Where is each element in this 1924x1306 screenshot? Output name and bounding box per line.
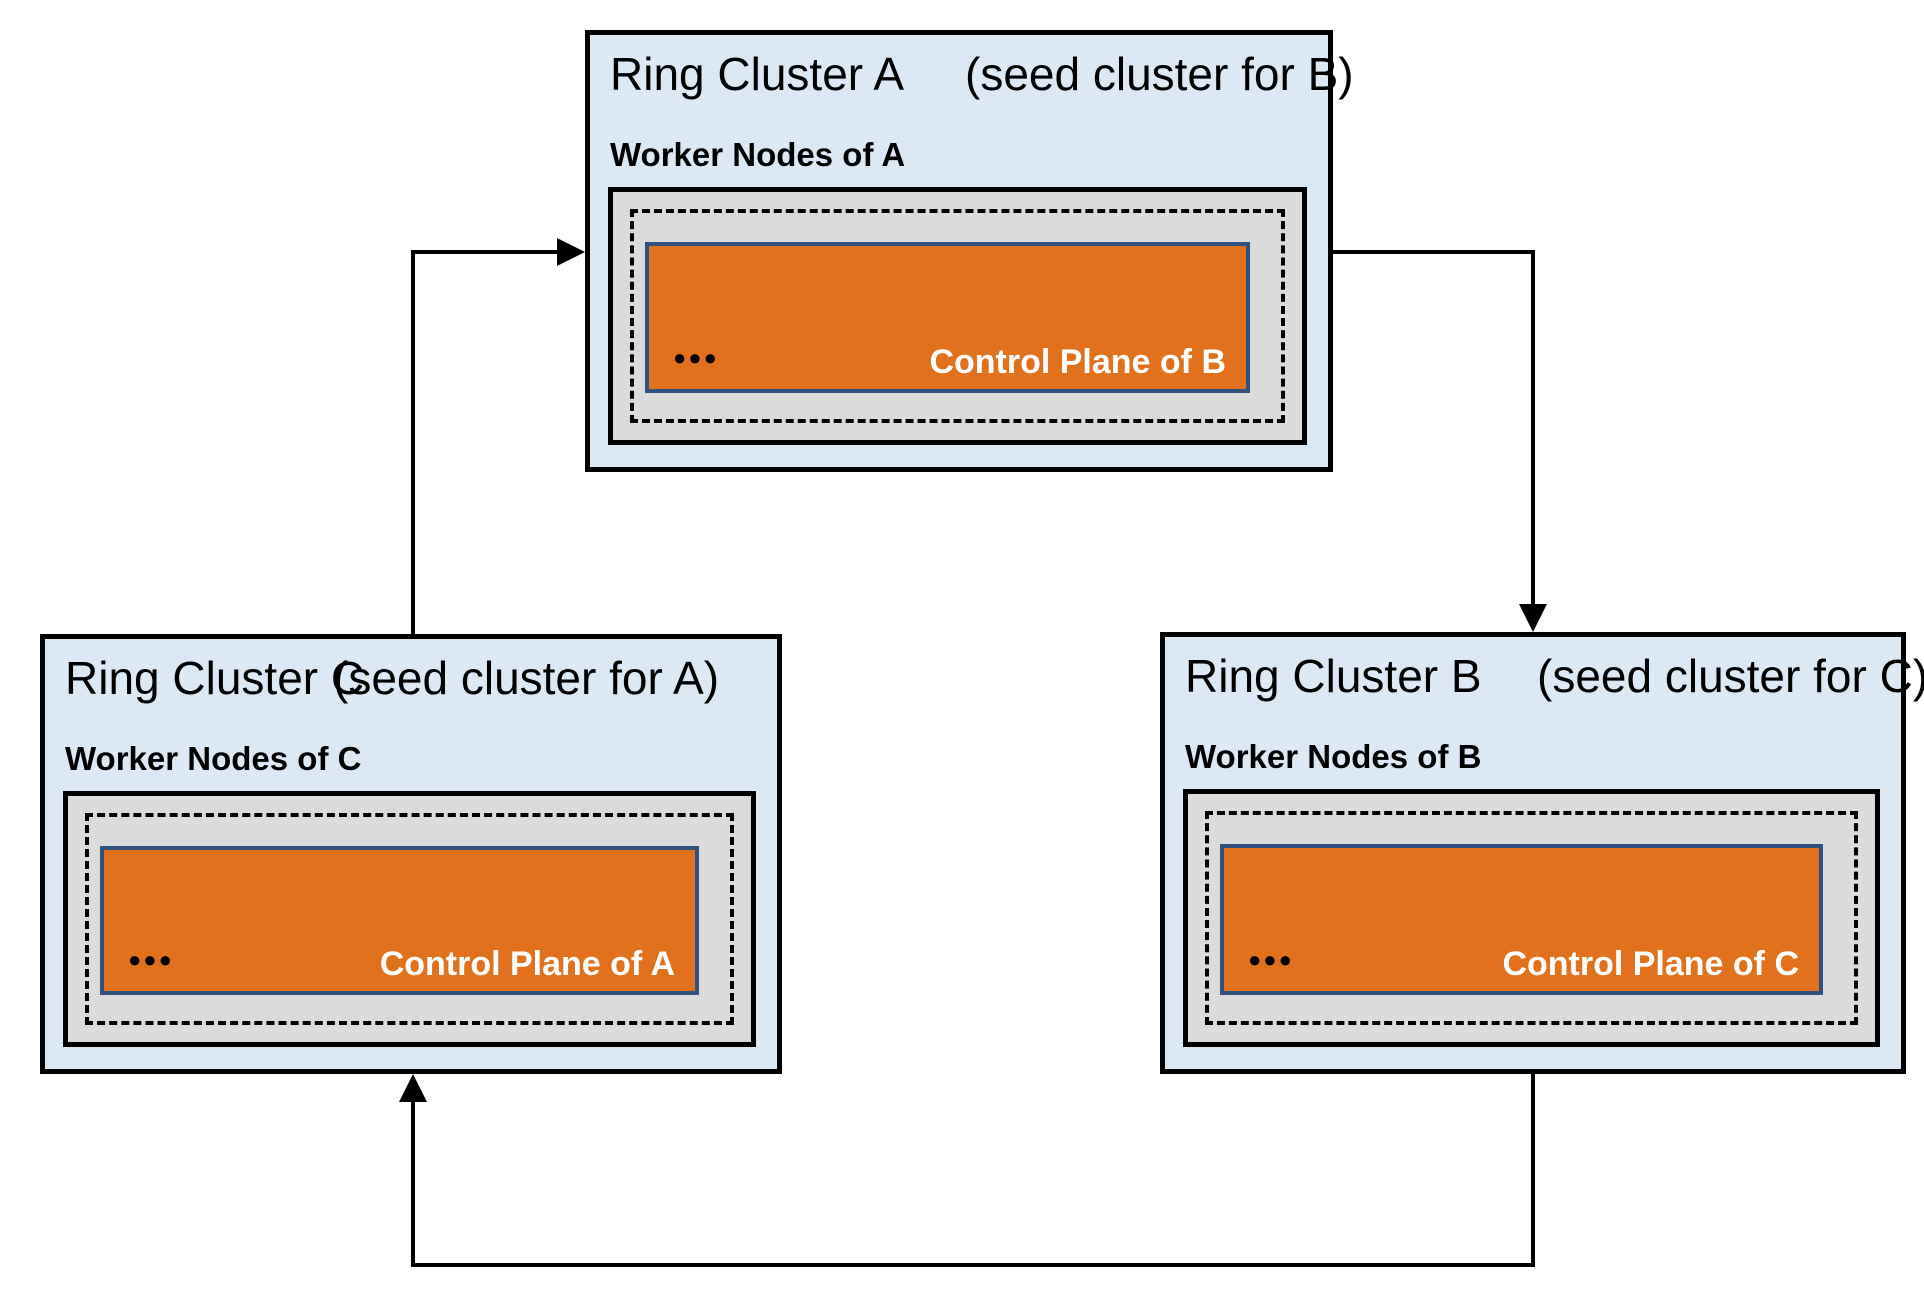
cluster-a-control-plane-box: ●●● Control Plane of B: [645, 242, 1250, 393]
cluster-a-control-plane-label: Control Plane of B: [929, 343, 1226, 382]
arrow-b-to-c: [399, 1074, 1535, 1267]
cluster-box-b: Ring Cluster B (seed cluster for C) Work…: [1160, 632, 1924, 1074]
cluster-b-control-plane-label: Control Plane of C: [1502, 945, 1799, 984]
cluster-c-title: Ring Cluster C: [65, 652, 365, 704]
cluster-c-ellipsis-dots: ●●●: [128, 947, 174, 972]
cluster-c-seed-note: (seed cluster for A): [333, 652, 720, 704]
cluster-box-c: Ring Cluster C (seed cluster for A) Work…: [40, 634, 782, 1074]
cluster-c-worker-nodes-box: ●●● Control Plane of A: [63, 791, 756, 1047]
cluster-b-ellipsis-dots: ●●●: [1248, 947, 1294, 972]
cluster-box-a: Ring Cluster A (seed cluster for B) Work…: [585, 30, 1354, 472]
cluster-b-seed-note: (seed cluster for C): [1537, 650, 1924, 702]
cluster-c-dashed-boundary: ●●● Control Plane of A: [85, 813, 734, 1025]
cluster-b-dashed-boundary: ●●● Control Plane of C: [1205, 811, 1858, 1025]
cluster-c-control-plane-label: Control Plane of A: [379, 945, 675, 984]
arrow-a-to-b: [1333, 250, 1547, 632]
cluster-a-worker-nodes-label: Worker Nodes of A: [610, 136, 906, 173]
cluster-b-worker-nodes-label: Worker Nodes of B: [1185, 738, 1482, 775]
cluster-b-worker-nodes-box: ●●● Control Plane of C: [1183, 789, 1880, 1047]
cluster-a-ellipsis-dots: ●●●: [673, 345, 719, 370]
cluster-c-worker-nodes-label: Worker Nodes of C: [65, 740, 362, 777]
cluster-a-worker-nodes-box: ●●● Control Plane of B: [608, 187, 1307, 445]
arrow-c-to-a: [411, 238, 585, 634]
cluster-a-seed-note: (seed cluster for B): [965, 48, 1354, 100]
cluster-a-dashed-boundary: ●●● Control Plane of B: [630, 209, 1285, 423]
cluster-b-control-plane-box: ●●● Control Plane of C: [1220, 844, 1823, 995]
cluster-c-control-plane-box: ●●● Control Plane of A: [100, 846, 699, 995]
cluster-b-title: Ring Cluster B: [1185, 650, 1482, 702]
cluster-a-title: Ring Cluster A: [610, 48, 905, 100]
